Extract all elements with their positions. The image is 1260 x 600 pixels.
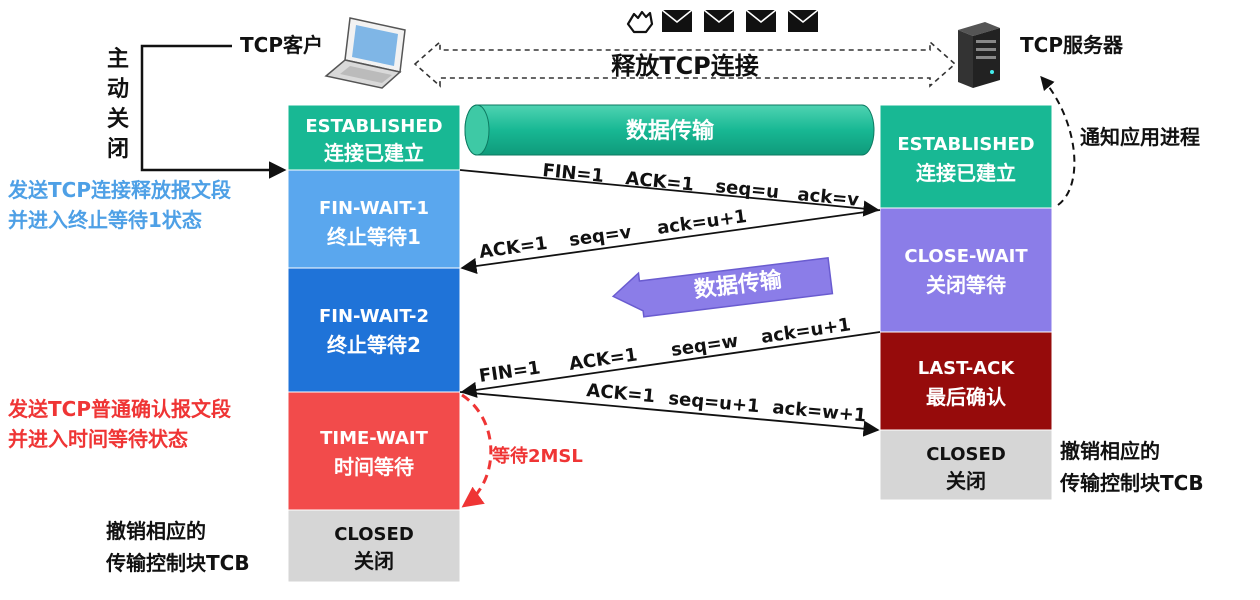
state-zh: 关闭等待 [926, 273, 1006, 297]
active-close-connector [140, 44, 287, 179]
envelope-icons [661, 9, 819, 32]
client-state-column: ESTABLISHED 连接已建立 FIN-WAIT-1 终止等待1 FIN-W… [287, 104, 461, 583]
server-icon [958, 22, 1000, 88]
data-transfer-label: 数据传输 [626, 118, 715, 144]
server-state-closed: CLOSED 关闭 [879, 429, 1053, 501]
wait-2msl-label: 等待2MSL [492, 445, 583, 467]
data-transfer-tube [464, 104, 875, 156]
client-state-established: ESTABLISHED 连接已建立 [287, 104, 461, 171]
server-state-close-wait: CLOSE-WAIT 关闭等待 [879, 207, 1053, 333]
segment-3-labels: FIN=1 ACK=1 seq=w ack=u+1 [478, 314, 852, 387]
state-en: ESTABLISHED [897, 134, 1034, 155]
state-zh: 最后确认 [926, 385, 1007, 409]
hand-icon [626, 10, 654, 34]
server-revoke-line1: 撤销相应的 [1060, 439, 1160, 463]
server-state-last-ack: LAST-ACK 最后确认 [879, 331, 1053, 431]
client-state-fin-wait-2: FIN-WAIT-2 终止等待2 [287, 267, 461, 393]
state-en: FIN-WAIT-2 [319, 306, 429, 327]
data-transfer-arrow [611, 257, 834, 318]
server-label: TCP服务器 [1020, 33, 1124, 57]
segment-1-labels: FIN=1 ACK=1 seq=u ack=v [542, 160, 861, 211]
client-revoke-line1: 撤销相应的 [106, 519, 206, 543]
envelope-icon [703, 9, 735, 32]
active-close-char: 关 [107, 107, 129, 132]
client-label: TCP客户 [240, 33, 323, 57]
envelope-icon [787, 9, 819, 32]
segment-4-labels: ACK=1 seq=u+1 ack=w+1 [586, 380, 868, 426]
segment-field: FIN=1 [542, 160, 605, 187]
release-connection-label: 释放TCP连接 [611, 52, 759, 80]
envelope-icon [661, 9, 693, 32]
state-en: TIME-WAIT [320, 428, 429, 449]
state-zh: 关闭 [946, 469, 986, 493]
notify-app-arrow [1040, 75, 1076, 206]
notify-app-label: 通知应用进程 [1080, 125, 1200, 149]
state-en: CLOSED [926, 444, 1006, 465]
wait-2msl-arc [461, 393, 493, 508]
note-send-ack-line1: 发送TCP普通确认报文段 [7, 397, 231, 421]
active-close-label: 主 动 关 闭 [107, 47, 129, 162]
note-send-fin-line1: 发送TCP连接释放报文段 [7, 178, 231, 202]
active-close-char: 动 [107, 77, 129, 102]
client-state-time-wait: TIME-WAIT 时间等待 [287, 391, 461, 511]
release-connection-arrow [413, 40, 957, 88]
client-state-closed: CLOSED 关闭 [287, 509, 461, 583]
segment-field: ACK=1 [568, 344, 639, 375]
state-zh: 终止等待2 [327, 333, 421, 357]
envelope-icon [745, 9, 777, 32]
segment-arrow-3 [460, 331, 881, 398]
segment-field: ACK=1 [586, 380, 656, 407]
state-zh: 终止等待1 [327, 225, 421, 249]
server-state-established: ESTABLISHED 连接已建立 [879, 104, 1053, 209]
segment-arrow-4 [459, 391, 880, 437]
client-state-fin-wait-1: FIN-WAIT-1 终止等待1 [287, 169, 461, 269]
segment-field: seq=u [715, 176, 780, 203]
server-revoke-line2: 传输控制块TCB [1059, 471, 1204, 495]
note-send-fin-line2: 并进入终止等待1状态 [8, 208, 202, 232]
state-en: CLOSED [334, 524, 414, 545]
segment-field: ACK=1 [478, 233, 549, 263]
server-state-column: ESTABLISHED 连接已建立 CLOSE-WAIT 关闭等待 LAST-A… [879, 104, 1053, 501]
state-zh: 连接已建立 [324, 141, 424, 165]
segment-field: seq=v [568, 222, 633, 251]
segment-arrow-1 [459, 169, 880, 217]
segment-field: ack=v [797, 184, 861, 211]
active-close-char: 主 [107, 47, 129, 72]
state-zh: 连接已建立 [916, 161, 1016, 185]
segment-arrow-2 [460, 209, 881, 275]
state-zh: 关闭 [354, 549, 394, 573]
state-en: FIN-WAIT-1 [319, 198, 429, 219]
laptop-icon [324, 17, 406, 89]
state-en: ESTABLISHED [305, 116, 442, 137]
state-en: LAST-ACK [918, 358, 1016, 379]
segment-field: ACK=1 [625, 168, 695, 195]
client-revoke-line2: 传输控制块TCB [105, 551, 250, 575]
active-close-char: 闭 [107, 137, 129, 162]
state-en: CLOSE-WAIT [904, 246, 1028, 267]
note-send-ack-line2: 并进入时间等待状态 [8, 427, 188, 451]
state-zh: 时间等待 [334, 455, 414, 479]
